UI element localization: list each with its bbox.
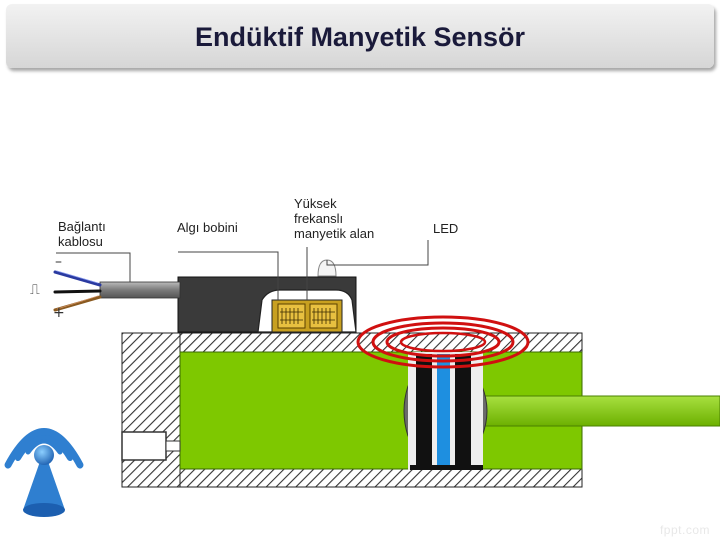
label-coil: Algı bobini	[177, 220, 238, 235]
connector-plug	[121, 431, 167, 461]
cable-wires	[53, 270, 102, 312]
green-rod	[484, 395, 720, 427]
label-cable: Bağlantı kablosu	[58, 219, 106, 249]
title-bar: Endüktif Manyetik Sensör	[6, 4, 714, 68]
housing-hatched	[121, 332, 583, 488]
magnetic-field-rings	[356, 315, 530, 369]
label-led: LED	[433, 221, 459, 236]
wire-pulse-symbol: ⎍	[30, 282, 40, 298]
connection-cable	[99, 281, 181, 299]
connector-pin	[165, 440, 181, 452]
sensor-core	[408, 352, 483, 470]
wire-minus-symbol: –	[55, 254, 62, 270]
sensing-coil	[257, 289, 357, 333]
wire-plus-symbol: +	[53, 305, 65, 321]
footer-logo: fppt.com	[659, 523, 710, 537]
wifi-sensor-icon	[4, 428, 84, 517]
label-magnetic-field: Yüksek frekanslı manyetik alan	[294, 196, 375, 241]
page-title: Endüktif Manyetik Sensör	[194, 21, 526, 52]
leader-lines	[56, 240, 429, 300]
footer-band	[0, 525, 720, 540]
